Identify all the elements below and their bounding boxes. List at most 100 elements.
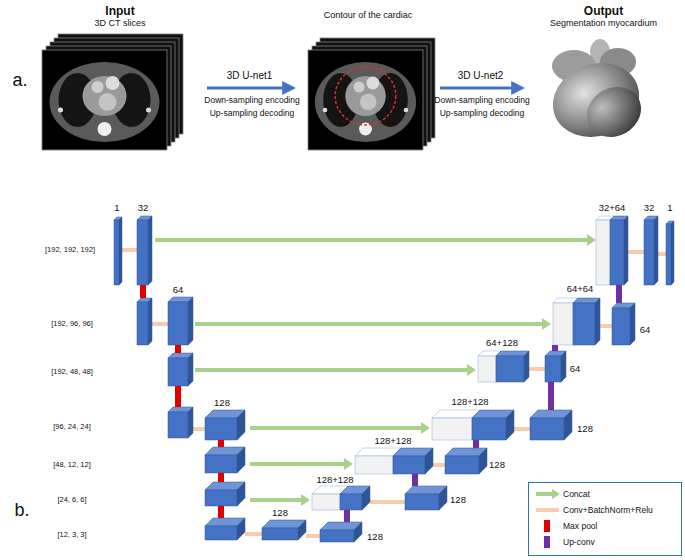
label-holder: Down-sampling encoding bbox=[434, 96, 529, 106]
concat-shaft bbox=[250, 498, 303, 502]
concat-arrow bbox=[250, 458, 353, 470]
legend-sample bbox=[533, 534, 563, 550]
legend-text: Up-conv bbox=[563, 537, 595, 547]
label-holder: 128 bbox=[489, 460, 505, 471]
ct-heart bbox=[345, 76, 385, 116]
block-front bbox=[478, 356, 496, 382]
block-front bbox=[545, 356, 561, 382]
block-side bbox=[298, 520, 306, 540]
feature-block bbox=[393, 448, 433, 474]
panel-heading: Contour of the cardiac bbox=[298, 10, 438, 21]
block-front bbox=[205, 418, 237, 440]
ct-slice bbox=[42, 50, 167, 150]
ct-aorta bbox=[366, 77, 379, 90]
max-pool bbox=[218, 506, 224, 518]
input-panel: Input3D CT slices bbox=[35, 2, 205, 152]
ct-spine bbox=[98, 122, 112, 136]
legend-row: Concat bbox=[533, 486, 677, 502]
label-holder: [24, 6, 6] bbox=[57, 496, 86, 505]
pipeline-arrow bbox=[207, 87, 292, 90]
panel-letter: b. bbox=[14, 500, 29, 521]
legend-swatch bbox=[544, 520, 550, 532]
panel-caption: 3D CT slices bbox=[35, 18, 205, 29]
feature-block bbox=[168, 297, 193, 345]
feature-block bbox=[137, 216, 152, 285]
block-front bbox=[312, 494, 340, 510]
block-side bbox=[479, 448, 487, 474]
label-holder: [192, 96, 96] bbox=[51, 320, 93, 329]
feature-block bbox=[545, 351, 566, 382]
block-side bbox=[148, 216, 152, 285]
feature-block bbox=[612, 303, 635, 345]
output-panel: OutputSegmentation myocardium bbox=[527, 2, 680, 142]
concat-shaft bbox=[250, 462, 346, 466]
up-conv bbox=[344, 510, 350, 522]
panel-heading: Output bbox=[527, 4, 680, 18]
legend-sample bbox=[533, 502, 563, 518]
ct-body bbox=[50, 62, 160, 142]
channel-count: 32 bbox=[644, 203, 655, 214]
feature-block bbox=[573, 298, 600, 345]
concat-sample-head bbox=[552, 489, 560, 499]
block-side bbox=[237, 447, 245, 473]
ct-rib bbox=[323, 108, 328, 113]
block-front bbox=[496, 356, 524, 382]
volume-size: [192, 48, 48] bbox=[51, 368, 93, 377]
ct-stack bbox=[42, 34, 183, 150]
feature-block bbox=[168, 407, 193, 438]
label-holder: 64 bbox=[570, 364, 581, 375]
label-holder: [12, 3, 3] bbox=[57, 531, 86, 540]
channel-count: 128 bbox=[450, 495, 466, 506]
volume-size: [12, 3, 3] bbox=[57, 531, 86, 540]
legend-text: Concat bbox=[563, 489, 590, 499]
max-pool bbox=[140, 285, 146, 298]
channel-count: 32+64 bbox=[599, 203, 626, 214]
volume-size: [48, 12, 12] bbox=[53, 461, 91, 470]
block-front bbox=[168, 302, 188, 345]
arrow-label: 3D U-net2 bbox=[458, 70, 504, 82]
ct-chamber bbox=[360, 94, 377, 111]
channel-count: 64 bbox=[173, 285, 184, 296]
block-side bbox=[188, 353, 193, 386]
block-side bbox=[188, 407, 193, 438]
ct-rib bbox=[146, 108, 151, 113]
block-side bbox=[354, 522, 362, 542]
step-note: Down-sampling encoding bbox=[204, 96, 299, 106]
feature-block bbox=[320, 522, 362, 542]
channel-count: 128+128 bbox=[316, 475, 353, 486]
ct-chamber bbox=[99, 93, 117, 111]
conv-link bbox=[529, 367, 545, 371]
concat-shaft bbox=[195, 322, 544, 326]
channel-count: 64 bbox=[640, 325, 651, 336]
volume-size: [96, 24, 24] bbox=[53, 423, 91, 432]
legend-sample bbox=[533, 518, 563, 534]
block-front bbox=[445, 456, 479, 474]
label-holder: 128+128 bbox=[451, 397, 488, 408]
feature-block bbox=[205, 447, 245, 473]
block-side bbox=[119, 217, 122, 285]
label-holder: 64 bbox=[173, 285, 184, 296]
feature-block bbox=[205, 410, 245, 440]
feature-block bbox=[205, 518, 245, 540]
feature-block bbox=[530, 410, 572, 440]
ct-heart bbox=[83, 76, 127, 116]
channel-count: 128 bbox=[214, 398, 230, 409]
label-holder: 128 bbox=[577, 424, 593, 435]
block-side bbox=[524, 351, 529, 382]
label-holder: [192, 48, 48] bbox=[51, 368, 93, 377]
block-side bbox=[624, 216, 628, 285]
arrow-label: 3D U-net1 bbox=[227, 70, 273, 82]
ct-slice bbox=[308, 50, 423, 150]
conv-link bbox=[658, 252, 666, 256]
feature-block bbox=[496, 351, 529, 382]
concat-shaft bbox=[155, 238, 589, 242]
heart-render bbox=[542, 39, 650, 149]
feature-block bbox=[340, 486, 370, 510]
legend-row: Conv+BatchNorm+Relu bbox=[533, 502, 677, 518]
feature-block bbox=[405, 486, 447, 510]
legend-row: Max pool bbox=[533, 518, 677, 534]
label-holder: 64 bbox=[640, 325, 651, 336]
block-side bbox=[237, 518, 245, 540]
block-side bbox=[439, 486, 447, 510]
